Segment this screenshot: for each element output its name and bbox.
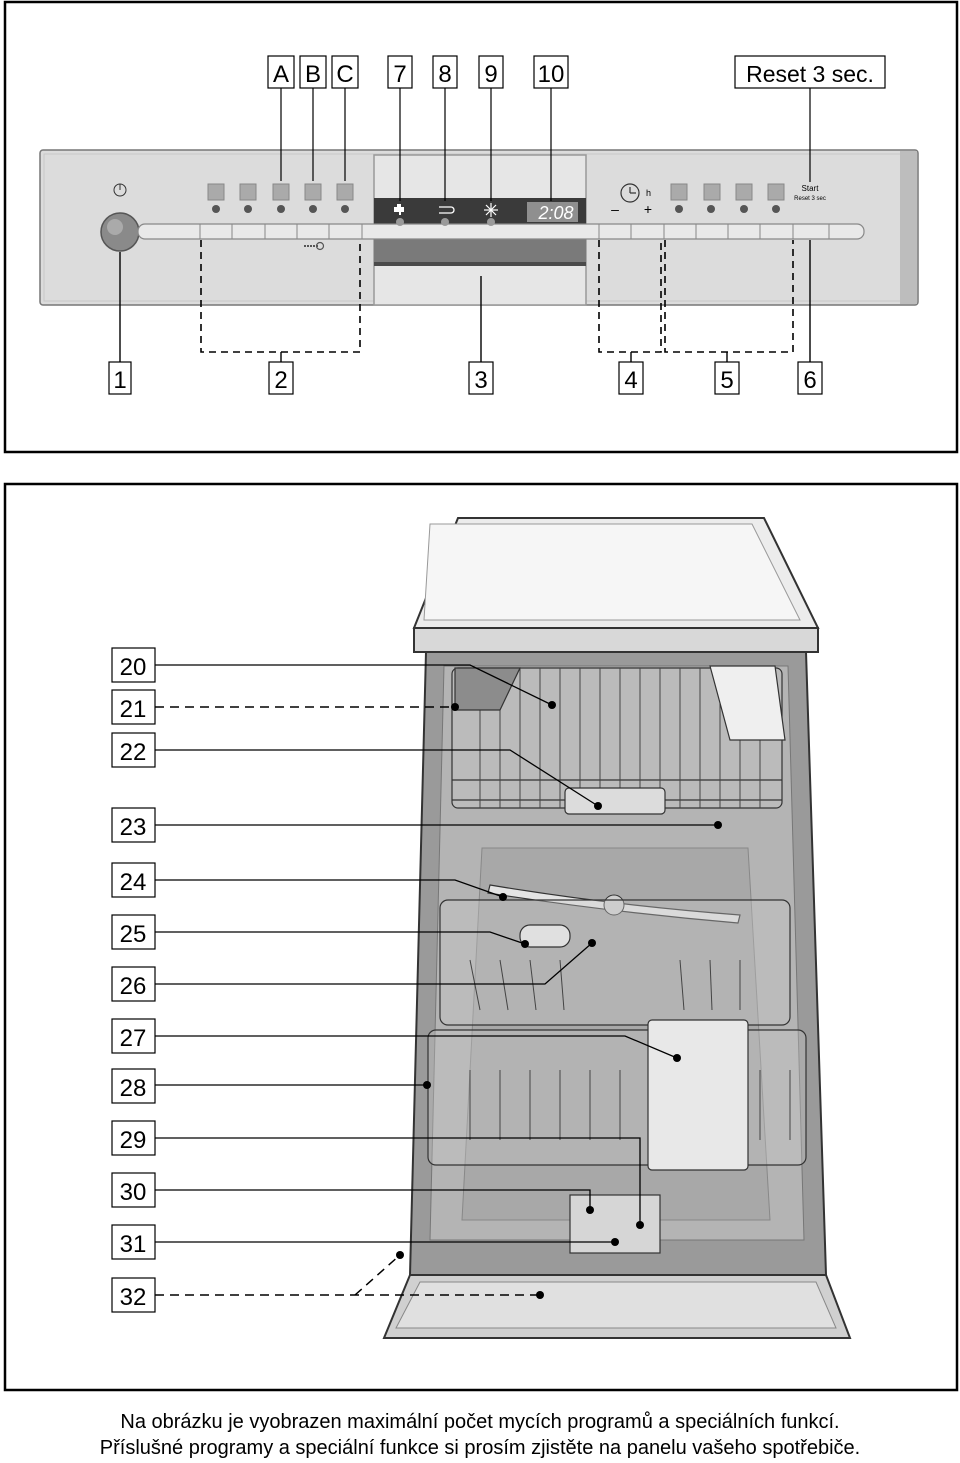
svg-text:31: 31	[120, 1231, 147, 1258]
svg-text:10: 10	[538, 61, 565, 88]
svg-text:22: 22	[120, 739, 147, 766]
caption-line-2: Příslušné programy a speciální funkce si…	[99, 1437, 861, 1459]
svg-text:24: 24	[120, 869, 147, 896]
svg-text:7: 7	[393, 61, 406, 88]
tap-icon	[394, 204, 404, 215]
callout-25: 25	[111, 914, 156, 950]
start-label: Start	[802, 184, 820, 193]
callout-B: B	[299, 55, 327, 89]
callout-26: 26	[111, 966, 156, 1002]
svg-text:6: 6	[803, 367, 816, 394]
callout-8: 8	[432, 55, 458, 89]
bracket-dashes	[200, 240, 794, 353]
dishwasher-leader-lines	[155, 664, 718, 1243]
svg-text:28: 28	[120, 1075, 147, 1102]
salt-star-icon	[484, 203, 498, 217]
svg-text:C: C	[336, 61, 353, 88]
timer-unit: h	[646, 188, 651, 198]
callout-C: C	[331, 55, 359, 89]
svg-text:21: 21	[120, 696, 147, 723]
callout-3: 3	[468, 361, 494, 395]
key-icon	[304, 241, 325, 251]
callout-6: 6	[797, 361, 823, 395]
lower-rack	[427, 899, 807, 1254]
callout-27: 27	[111, 1018, 156, 1054]
svg-text:B: B	[305, 61, 321, 88]
svg-text:1: 1	[113, 367, 126, 394]
svg-text:23: 23	[120, 814, 147, 841]
callout-28: 28	[111, 1068, 156, 1104]
upper-rack	[451, 665, 786, 815]
bottom-leader-lines	[119, 240, 811, 362]
callout-5: 5	[714, 361, 740, 395]
svg-text:8: 8	[438, 61, 451, 88]
callout-reset: Reset 3 sec.	[734, 55, 886, 89]
callout-24: 24	[111, 862, 156, 898]
svg-text:A: A	[273, 61, 289, 88]
callout-9: 9	[478, 55, 504, 89]
power-icon	[113, 183, 127, 197]
callout-32: 32	[111, 1277, 156, 1313]
svg-text:27: 27	[120, 1025, 147, 1052]
svg-text:3: 3	[474, 367, 487, 394]
svg-text:4: 4	[624, 367, 637, 394]
svg-text:26: 26	[120, 973, 147, 1000]
callout-2: 2	[268, 361, 294, 395]
svg-text:25: 25	[120, 921, 147, 948]
svg-text:Reset 3 sec.: Reset 3 sec.	[746, 61, 874, 87]
svg-text:32: 32	[120, 1284, 147, 1311]
svg-text:20: 20	[120, 654, 147, 681]
clock-icon	[620, 183, 640, 203]
svg-text:5: 5	[720, 367, 733, 394]
callout-31: 31	[111, 1224, 156, 1260]
dishwasher-dashed-leaders	[155, 706, 540, 1296]
callout-1: 1	[108, 361, 132, 395]
dishwasher-callouts: 20 21 22 23 24 25 26 27 28 29 30 31 32	[111, 647, 156, 1313]
callout-23: 23	[111, 807, 156, 843]
start-sub-label: Reset 3 sec	[794, 196, 826, 202]
svg-text:2: 2	[274, 367, 287, 394]
rinse-aid-icon	[439, 206, 455, 214]
svg-text:29: 29	[120, 1127, 147, 1154]
callout-29: 29	[111, 1120, 156, 1156]
plus-button[interactable]: +	[644, 201, 652, 217]
callout-30: 30	[111, 1172, 156, 1208]
program-indicators-left	[207, 183, 354, 213]
callout-A: A	[267, 55, 295, 89]
callout-22: 22	[111, 732, 156, 768]
callout-10: 10	[533, 55, 569, 89]
callout-20: 20	[111, 647, 156, 683]
callout-21: 21	[111, 689, 156, 725]
caption-line-1: Na obrázku je vyobrazen maximální počet …	[120, 1411, 840, 1433]
leader-endpoints	[396, 701, 722, 1299]
minus-button[interactable]: –	[611, 201, 619, 217]
callout-7: 7	[387, 55, 413, 89]
svg-text:30: 30	[120, 1179, 147, 1206]
program-indicators-right	[670, 183, 785, 213]
svg-text:9: 9	[484, 61, 497, 88]
time-display	[527, 202, 578, 222]
top-leader-lines	[280, 88, 811, 201]
display-time: 2:08	[537, 203, 573, 223]
callout-4: 4	[618, 361, 644, 395]
